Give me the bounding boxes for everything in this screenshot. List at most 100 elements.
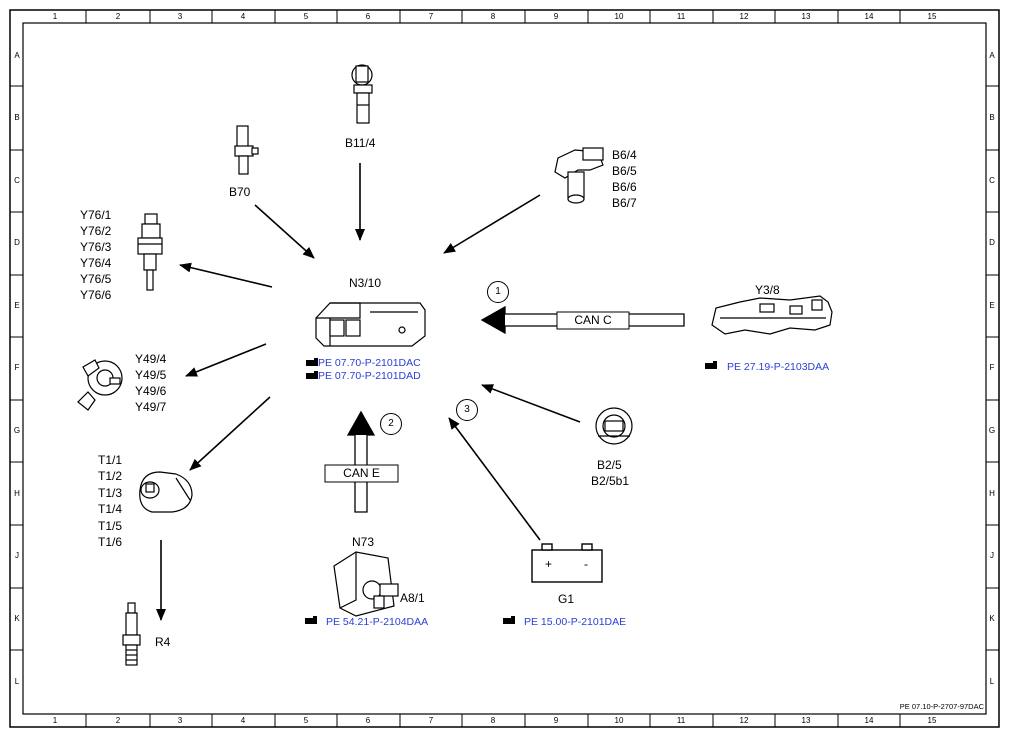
- grid-row-label: J: [15, 551, 19, 560]
- grid-col-label: 8: [490, 12, 496, 21]
- t1-label: T1/2: [98, 469, 123, 483]
- n73-ref[interactable]: PE 54.21-P-2104DAA: [326, 616, 429, 628]
- g1-plus-terminal: +: [545, 557, 553, 571]
- grid-row-label: K: [989, 614, 995, 623]
- b6-label: B6/4: [612, 148, 637, 162]
- grid-ticks: [10, 10, 999, 727]
- t1-label: T1/1: [98, 453, 123, 467]
- r4-spark-plug-illustration: [122, 602, 141, 666]
- arrow-b70-to-ecu: [254, 204, 315, 259]
- grid-row-label: G: [13, 426, 21, 435]
- grid-row-label: C: [14, 176, 20, 185]
- grid-col-label: 2: [115, 12, 121, 21]
- r4-label: R4: [155, 635, 171, 649]
- g1-label: G1: [558, 592, 575, 606]
- grid-row-label: L: [989, 677, 995, 686]
- b11-4-label: B11/4: [345, 136, 376, 150]
- y76-label: Y76/6: [80, 288, 112, 302]
- arrow-b6-to-ecu: [443, 194, 541, 254]
- y76-label: Y76/4: [80, 256, 112, 270]
- b2-5-label: B2/5: [597, 458, 622, 472]
- grid-col-label: 5: [303, 716, 309, 725]
- arrow-ecu-to-t1: [189, 396, 271, 471]
- y49-label: Y49/4: [135, 352, 167, 366]
- grid-row-label: A: [14, 51, 20, 60]
- n3-10-label: N3/10: [349, 276, 382, 290]
- grid-col-label: 10: [614, 12, 624, 21]
- grid-col-label: 6: [365, 716, 371, 725]
- b70-label: B70: [229, 185, 251, 199]
- b11-4-sensor-illustration: [351, 64, 373, 124]
- y76-injector-illustration: [137, 213, 163, 291]
- grid-col-label: 13: [801, 12, 811, 21]
- b6-sensor-illustration: [554, 147, 604, 204]
- can-c-label: CAN C: [574, 313, 612, 327]
- grid-row-label: J: [990, 551, 994, 560]
- y49-adjuster-illustration: [77, 359, 123, 411]
- grid-col-label: 8: [490, 716, 496, 725]
- grid-row-label: E: [14, 301, 20, 310]
- g1-battery-illustration: [531, 543, 603, 583]
- document-id: PE 07.10-P-2707-97DAC: [899, 702, 984, 711]
- grid-col-label: 1: [52, 716, 58, 725]
- grid-col-label: 12: [739, 12, 749, 21]
- g1-ref[interactable]: PE 15.00-P-2101DAE: [524, 616, 627, 628]
- grid-col-label: 7: [428, 12, 434, 21]
- n73-label: N73: [352, 535, 375, 549]
- y49-label: Y49/6: [135, 384, 167, 398]
- grid-row-label: E: [989, 301, 995, 310]
- y3-8-illustration: [711, 295, 833, 335]
- n3-10-ref-1[interactable]: PE 07.70-P-2101DAC: [318, 357, 421, 369]
- grid-row-label: C: [989, 176, 995, 185]
- b6-label: B6/6: [612, 180, 637, 194]
- can-c-marker: 1: [487, 281, 509, 303]
- grid-row-label: F: [14, 363, 20, 372]
- grid-row-label: B: [14, 113, 20, 122]
- grid-row-label: B: [989, 113, 995, 122]
- t1-label: T1/5: [98, 519, 123, 533]
- b2-5-sensor-illustration: [595, 407, 633, 445]
- grid-row-label: G: [988, 426, 996, 435]
- t1-label: T1/6: [98, 535, 123, 549]
- n3-10-ref-2[interactable]: PE 07.70-P-2101DAD: [318, 370, 421, 382]
- y49-label: Y49/7: [135, 400, 167, 414]
- t1-label: T1/3: [98, 486, 123, 500]
- y3-8-ref[interactable]: PE 27.19-P-2103DAA: [727, 361, 830, 373]
- t1-label: T1/4: [98, 502, 123, 516]
- grid-row-label: A: [989, 51, 995, 60]
- arrow-g1-to-ecu: [448, 417, 541, 541]
- grid-row-label: L: [14, 677, 20, 686]
- arrow-ecu-to-y49: [185, 343, 267, 377]
- grid-col-label: 15: [927, 12, 937, 21]
- grid-col-label: 6: [365, 12, 371, 21]
- grid-row-label: H: [14, 489, 20, 498]
- b6-label: B6/5: [612, 164, 637, 178]
- n73-ignition-switch-illustration: [333, 551, 399, 617]
- can-e-marker: 2: [380, 413, 402, 435]
- grid-col-label: 14: [864, 12, 874, 21]
- can-c-bus: [480, 305, 685, 335]
- power-marker: 3: [456, 399, 478, 421]
- b6-label: B6/7: [612, 196, 637, 210]
- grid-col-label: 3: [177, 716, 183, 725]
- pointing-hand-icon: [305, 358, 717, 624]
- grid-col-label: 10: [614, 716, 624, 725]
- grid-col-label: 11: [676, 12, 686, 21]
- y76-label: Y76/5: [80, 272, 112, 286]
- can-e-label: CAN E: [343, 466, 380, 480]
- grid-col-label: 5: [303, 12, 309, 21]
- grid-row-label: H: [989, 489, 995, 498]
- grid-col-label: 11: [676, 716, 686, 725]
- arrow-ecu-to-y76: [179, 262, 273, 288]
- y76-label: Y76/3: [80, 240, 112, 254]
- y3-8-label: Y3/8: [755, 283, 780, 297]
- t1-ignition-coil-illustration: [139, 471, 193, 513]
- grid-row-label: K: [14, 614, 20, 623]
- grid-col-label: 12: [739, 716, 749, 725]
- y76-label: Y76/2: [80, 224, 112, 238]
- grid-row-label: D: [989, 238, 995, 247]
- b70-sensor-illustration: [234, 125, 259, 175]
- grid-col-label: 13: [801, 716, 811, 725]
- y76-label: Y76/1: [80, 208, 112, 222]
